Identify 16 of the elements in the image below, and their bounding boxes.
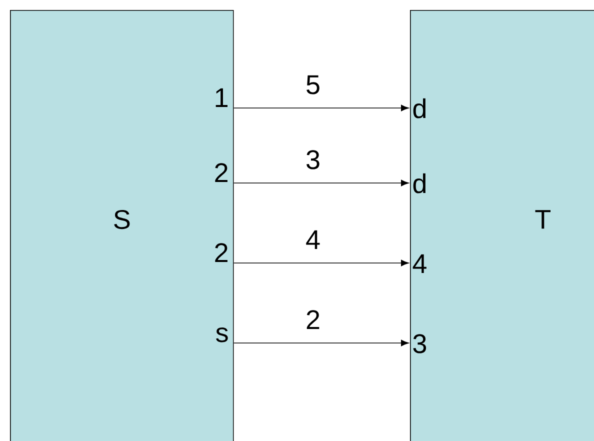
edge-label: 4 [306,230,320,249]
port-label: 2 [215,163,228,182]
port-label: 1 [216,88,228,107]
port-label: d [413,173,426,194]
port-label: 2 [215,243,228,262]
port-label: s [216,328,228,342]
arrow [233,260,409,266]
arrow [233,104,409,112]
port-label: 4 [412,254,426,273]
arrow [233,340,409,346]
edge-label: 3 [306,150,320,170]
edge-label: 5 [306,75,320,94]
arrow [233,180,409,186]
edge-label: 2 [306,310,320,329]
port-label: 3 [413,334,426,354]
port-label: d [413,98,426,118]
